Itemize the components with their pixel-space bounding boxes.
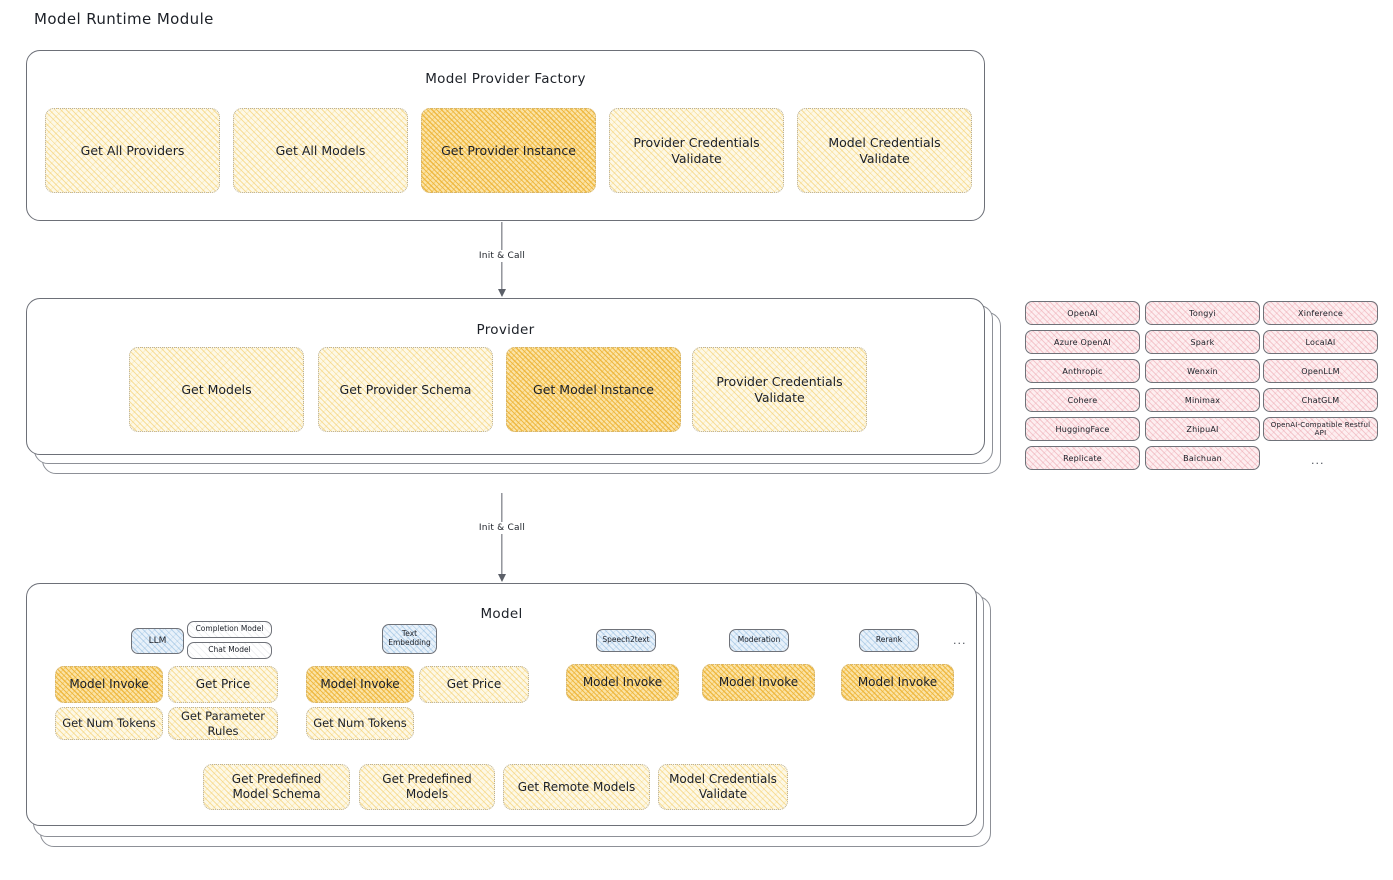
model-sub-badge-completion-model[interactable]: Completion Model <box>187 621 272 638</box>
llm-method-get-price[interactable]: Get Price <box>168 666 278 703</box>
moderation-method-model-invoke[interactable]: Model Invoke <box>702 664 815 701</box>
provider-chip-baichuan[interactable]: Baichuan <box>1145 446 1260 470</box>
model-sub-badge-chat-model[interactable]: Chat Model <box>187 642 272 659</box>
provider-chip-huggingface[interactable]: HuggingFace <box>1025 417 1140 441</box>
speech2text-method-model-invoke[interactable]: Model Invoke <box>566 664 679 701</box>
provider-chip-spark[interactable]: Spark <box>1145 330 1260 354</box>
provider-chip-localai[interactable]: LocalAI <box>1263 330 1378 354</box>
provider-list-ellipsis: ... <box>1311 454 1325 467</box>
llm-method-model-invoke[interactable]: Model Invoke <box>55 666 163 703</box>
provider-node-get-models[interactable]: Get Models <box>129 347 304 432</box>
provider-chip-openai-compatible-restful-api[interactable]: OpenAI-Compatible Restful API <box>1263 417 1378 441</box>
provider-chip-azure-openai[interactable]: Azure OpenAI <box>1025 330 1140 354</box>
provider-chip-openai[interactable]: OpenAI <box>1025 301 1140 325</box>
provider-chip-anthropic[interactable]: Anthropic <box>1025 359 1140 383</box>
provider-chip-openllm[interactable]: OpenLLM <box>1263 359 1378 383</box>
arrow-head-icon <box>498 289 506 297</box>
provider-chip-minimax[interactable]: Minimax <box>1145 388 1260 412</box>
connector-line <box>501 493 503 581</box>
factory-node-get-all-providers[interactable]: Get All Providers <box>45 108 220 193</box>
provider-chip-zhipuai[interactable]: ZhipuAI <box>1145 417 1260 441</box>
text-embedding-method-get-num-tokens[interactable]: Get Num Tokens <box>306 707 414 740</box>
llm-method-get-parameter-rules[interactable]: Get Parameter Rules <box>168 707 278 740</box>
provider-node-get-provider-schema[interactable]: Get Provider Schema <box>318 347 493 432</box>
provider-chip-xinference[interactable]: Xinference <box>1263 301 1378 325</box>
connector-provider-to-model: Init & Call <box>465 493 539 582</box>
arrow-head-icon <box>498 574 506 582</box>
provider-panel: Provider Get Models Get Provider Schema … <box>26 298 985 455</box>
provider-node-provider-credentials-validate[interactable]: Provider Credentials Validate <box>692 347 867 432</box>
model-shared-method-get-predefined-model-schema[interactable]: Get Predefined Model Schema <box>203 764 350 810</box>
provider-title: Provider <box>476 322 535 338</box>
model-provider-factory-title: Model Provider Factory <box>425 71 586 87</box>
model-type-badge-speech2text[interactable]: Speech2text <box>596 629 656 652</box>
factory-node-provider-credentials-validate[interactable]: Provider Credentials Validate <box>609 108 784 193</box>
model-type-badge-rerank[interactable]: Rerank <box>859 629 919 652</box>
provider-node-get-model-instance[interactable]: Get Model Instance <box>506 347 681 432</box>
provider-chip-replicate[interactable]: Replicate <box>1025 446 1140 470</box>
connector-label: Init & Call <box>474 250 530 262</box>
model-type-badge-llm[interactable]: LLM <box>131 628 184 654</box>
text-embedding-method-model-invoke[interactable]: Model Invoke <box>306 666 414 703</box>
connector-label: Init & Call <box>474 522 530 534</box>
provider-chip-chatglm[interactable]: ChatGLM <box>1263 388 1378 412</box>
factory-node-get-all-models[interactable]: Get All Models <box>233 108 408 193</box>
provider-chip-cohere[interactable]: Cohere <box>1025 388 1140 412</box>
provider-chip-wenxin[interactable]: Wenxin <box>1145 359 1260 383</box>
factory-node-get-provider-instance[interactable]: Get Provider Instance <box>421 108 596 193</box>
factory-node-model-credentials-validate[interactable]: Model Credentials Validate <box>797 108 972 193</box>
page-title: Model Runtime Module <box>34 10 214 28</box>
rerank-method-model-invoke[interactable]: Model Invoke <box>841 664 954 701</box>
model-shared-method-model-credentials-validate[interactable]: Model Credentials Validate <box>658 764 788 810</box>
llm-method-get-num-tokens[interactable]: Get Num Tokens <box>55 707 163 740</box>
model-type-badge-text-embedding[interactable]: Text Embedding <box>382 624 437 654</box>
text-embedding-method-get-price[interactable]: Get Price <box>419 666 529 703</box>
model-type-badge-moderation[interactable]: Moderation <box>729 629 789 652</box>
connector-factory-to-provider: Init & Call <box>465 222 539 297</box>
model-panel: Model LLM Completion Model Chat Model Mo… <box>26 583 977 826</box>
provider-chip-tongyi[interactable]: Tongyi <box>1145 301 1260 325</box>
model-title: Model <box>480 606 523 622</box>
model-shared-method-get-predefined-models[interactable]: Get Predefined Models <box>359 764 495 810</box>
model-types-ellipsis: ... <box>953 634 967 647</box>
model-provider-factory-panel: Model Provider Factory Get All Providers… <box>26 50 985 221</box>
model-shared-method-get-remote-models[interactable]: Get Remote Models <box>503 764 650 810</box>
